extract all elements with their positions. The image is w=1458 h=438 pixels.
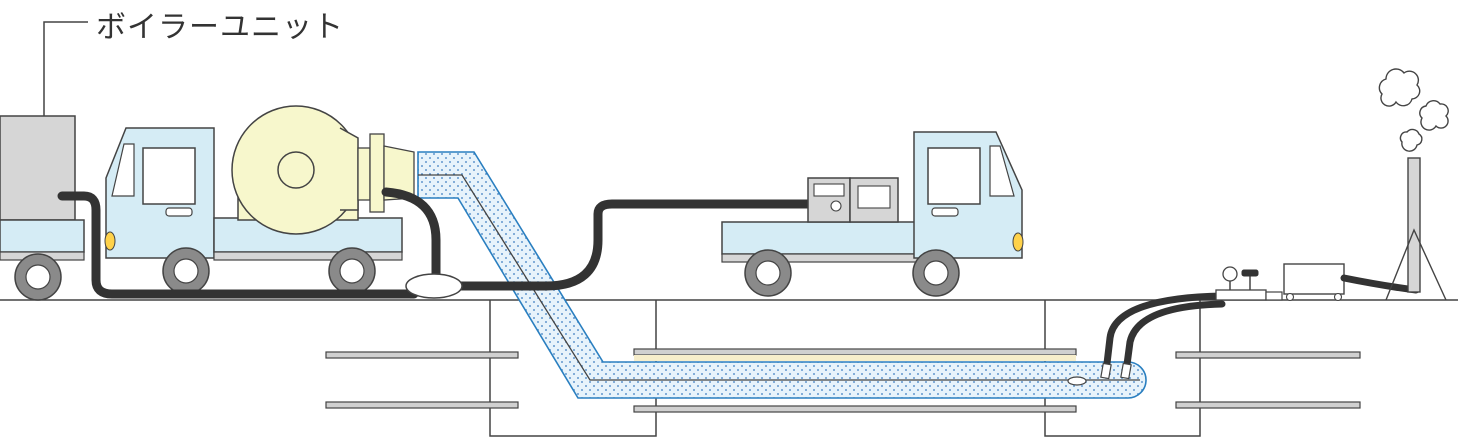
pressure-gauge [1222, 266, 1238, 282]
boiler-unit-label: ボイラーユニット [96, 10, 344, 45]
hose-fittings [1100, 362, 1132, 380]
inversion-hose-divider [418, 174, 1140, 381]
exhaust-unit [1283, 263, 1345, 302]
existing-pipe-segments [325, 348, 1361, 413]
generator-truck [721, 131, 1024, 297]
liner-band [634, 355, 1076, 361]
pressure-gauge-assembly [1215, 266, 1283, 301]
boiler-truck [104, 105, 415, 295]
hot-water-hoses [57, 187, 833, 299]
boiler-unit-box [0, 115, 76, 221]
hose-tip [1067, 376, 1087, 386]
smoke-puffs [1378, 68, 1449, 152]
exhaust-chimney [1385, 157, 1447, 301]
steam-hoses [1102, 292, 1226, 376]
label-leader-line [43, 21, 88, 116]
left-trailer [0, 219, 85, 301]
exhaust-hose [1340, 274, 1420, 294]
hose-coupler [405, 273, 463, 299]
